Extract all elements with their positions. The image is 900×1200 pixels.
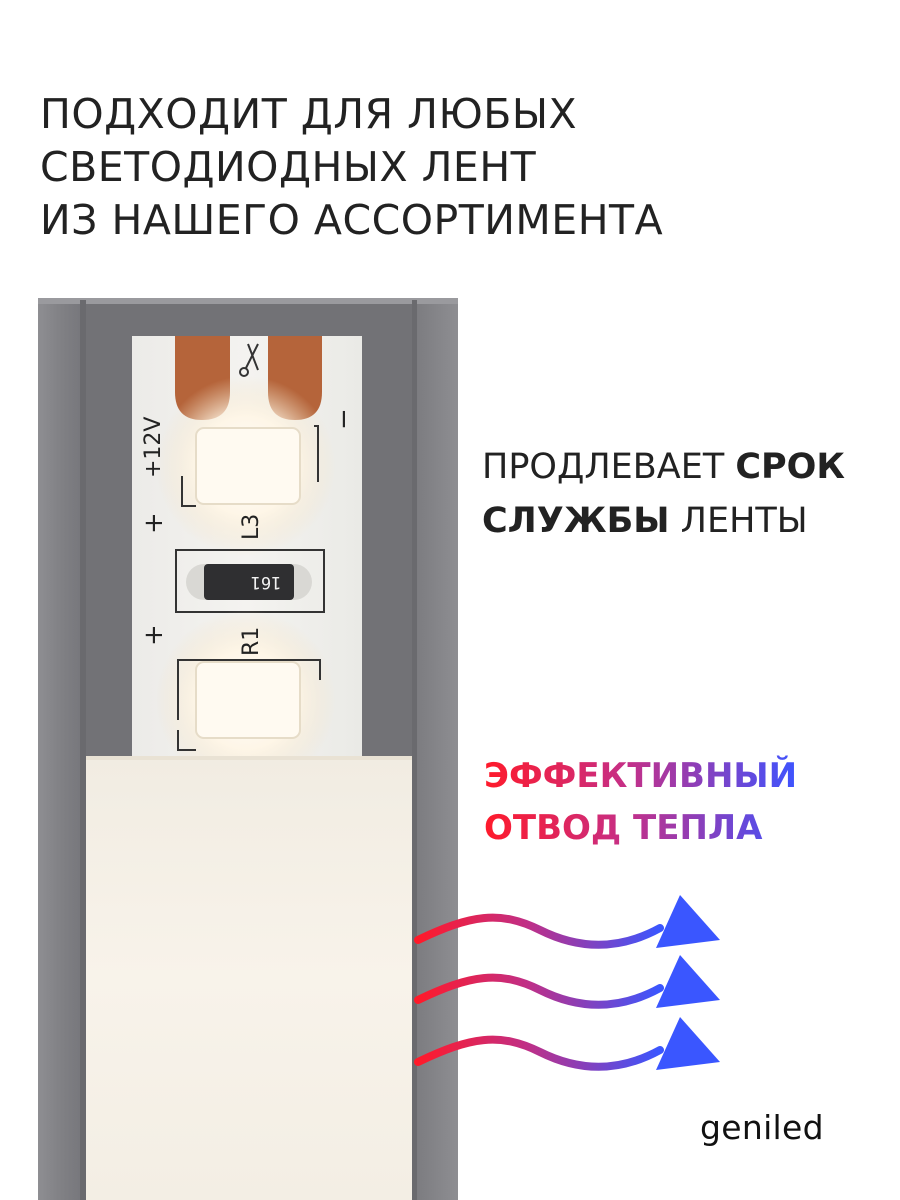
heat-wave-3	[414, 1035, 664, 1071]
arrow-head-icon	[656, 1017, 720, 1070]
heat-wave-2	[414, 973, 664, 1009]
strip-label-voltage: +12V	[141, 417, 166, 478]
heat-wave-arrows	[414, 913, 664, 1071]
brand-logo: geniled	[700, 1108, 824, 1147]
led-chip-top	[195, 427, 301, 505]
heat-wave-1	[414, 913, 664, 949]
headline-line-1: ПОДХОДИТ ДЛЯ ЛЮБЫХ	[40, 90, 578, 138]
feature-lifetime-regular-1: ПРОДЛЕВАЕТ	[482, 447, 725, 487]
arrow-head-icon	[656, 895, 720, 948]
feature-lifetime-regular-2: ЛЕНТЫ	[680, 501, 808, 541]
resistor-code: 161	[251, 572, 282, 592]
arrow-head-icon	[656, 955, 720, 1008]
profile-top-edge	[38, 298, 458, 304]
headline-line-3: ИЗ НАШЕГО АССОРТИМЕНТА	[40, 196, 664, 244]
led-chip-bottom	[195, 661, 301, 739]
feature-lifetime-bold-1: СРОК	[735, 447, 846, 487]
strip-label-led: L3	[239, 514, 264, 540]
profile-wall-left	[38, 300, 86, 1200]
scissors-icon	[245, 343, 259, 371]
feature-lifetime-bold-2: СЛУЖБЫ	[482, 501, 670, 541]
strip-label-minus: −	[329, 408, 359, 430]
diffuser-cover	[86, 756, 412, 1200]
feature-heat-dissipation: ЭФФЕКТИВНЫЙ ОТВОД ТЕПЛА	[484, 750, 797, 854]
feature-lifetime: ПРОДЛЕВАЕТ СРОК СЛУЖБЫ ЛЕНТЫ	[482, 440, 845, 548]
strip-label-resistor: R1	[239, 627, 264, 656]
strip-label-plus-bottom: +	[139, 624, 169, 646]
feature-heat-line-1: ЭФФЕКТИВНЫЙ	[484, 756, 798, 796]
headline: ПОДХОДИТ ДЛЯ ЛЮБЫХ СВЕТОДИОДНЫХ ЛЕНТ ИЗ …	[40, 88, 663, 247]
headline-line-2: СВЕТОДИОДНЫХ ЛЕНТ	[40, 143, 537, 191]
strip-label-plus-top: +	[139, 512, 169, 534]
feature-heat-line-2: ОТВОД ТЕПЛА	[484, 808, 763, 848]
